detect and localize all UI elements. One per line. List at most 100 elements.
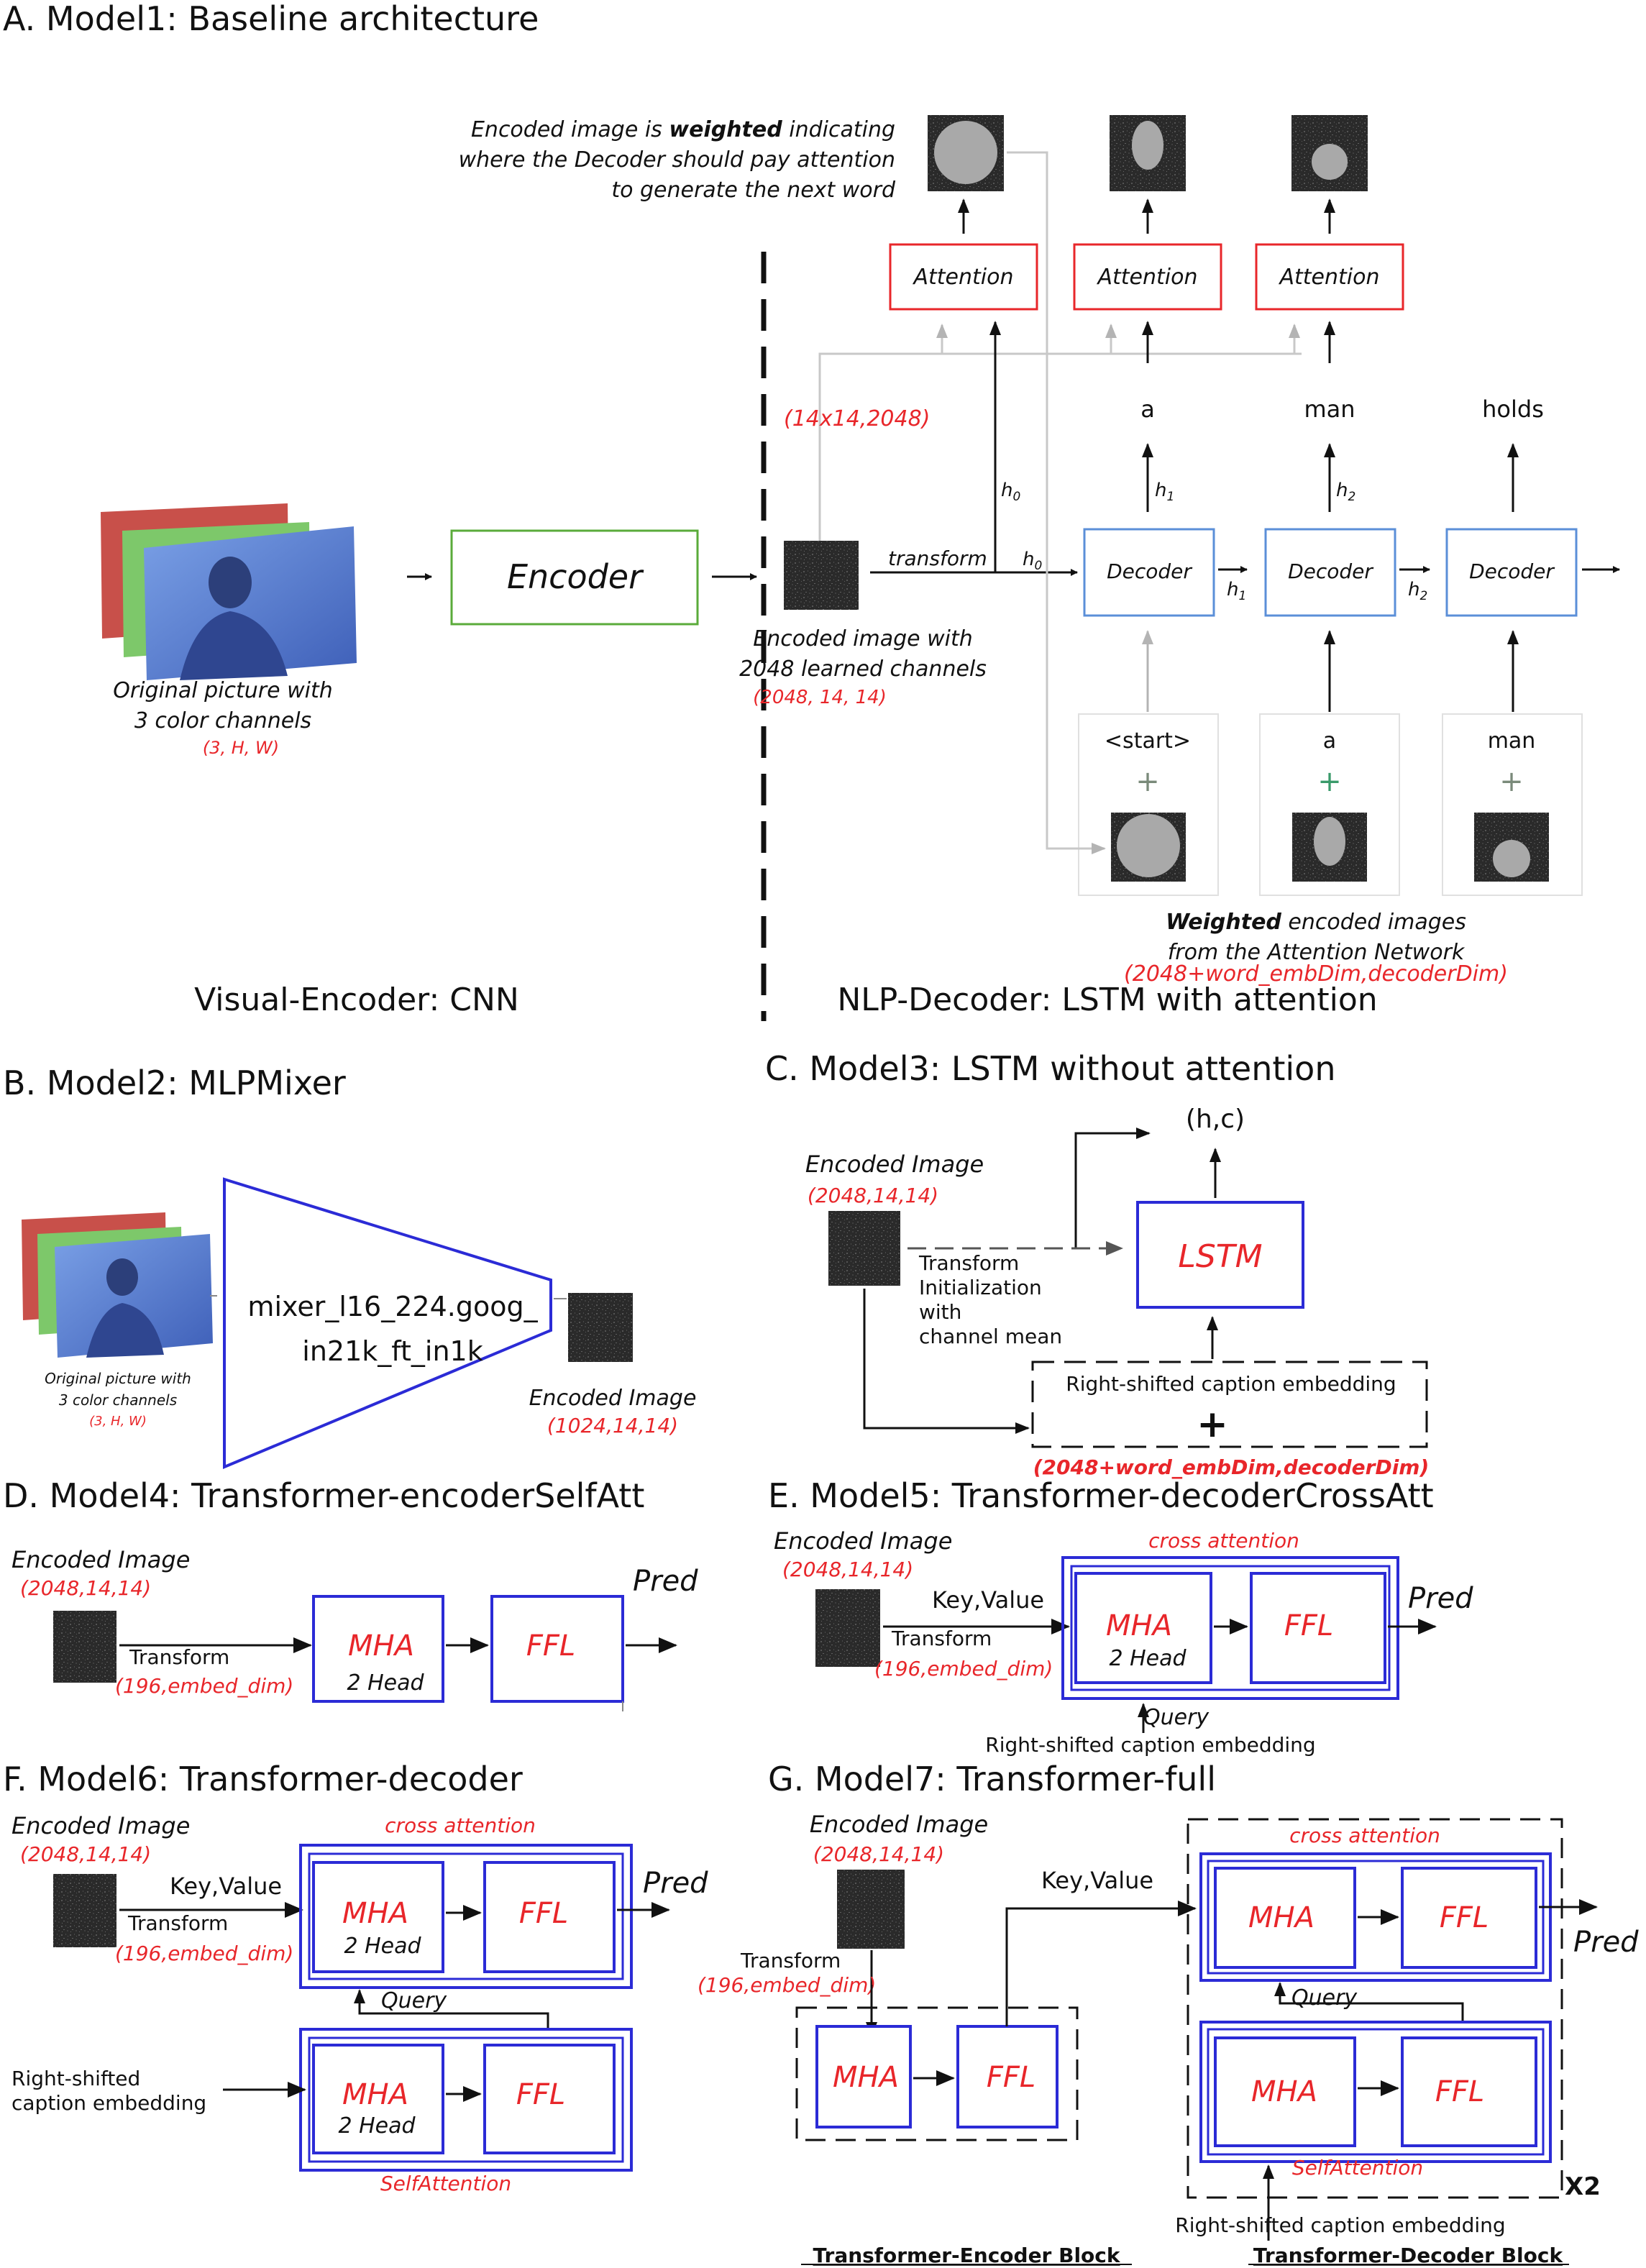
svg-text:MHA: MHA — [348, 1629, 414, 1663]
mlp-encoded-shape: (1024,14,14) — [547, 1414, 678, 1437]
svg-text:FFL: FFL — [519, 1897, 568, 1930]
svg-text:2 Head: 2 Head — [347, 1670, 424, 1696]
d-encoded-shape: (2048,14,14) — [20, 1576, 151, 1600]
hc-label: (h,c) — [1186, 1105, 1245, 1134]
svg-text:+: + — [1135, 765, 1160, 798]
g-self-label: SelfAttention — [1292, 2156, 1423, 2180]
c-shape: (2048+word_embDim,decoderDim) — [1033, 1455, 1430, 1479]
svg-text:Decoder: Decoder — [1469, 559, 1555, 583]
attention-box-3: Attention — [1255, 243, 1404, 311]
f-query-label: Query — [381, 1988, 447, 2013]
svg-text:a: a — [1323, 728, 1336, 754]
decoder-box-1: Decoder — [1083, 528, 1215, 617]
e-embed-label: (196,embed_dim) — [874, 1657, 1053, 1681]
h1-label-horizontal: h1 — [1227, 579, 1246, 603]
panel-e: E. Model5: Transformer-decoderCrossAtt E… — [768, 1476, 1473, 1757]
panel-f: F. Model6: Transformer-decoder Encoded I… — [3, 1760, 708, 2195]
output-word-3: holds — [1482, 395, 1544, 423]
feature-shape-label: (14x14,2048) — [784, 406, 930, 431]
g-encoder-block — [795, 2006, 1079, 2141]
h0-label-vertical: h0 — [1001, 480, 1020, 504]
weighted-image-1 — [928, 115, 1004, 191]
f-caption-1: Right-shifted — [12, 2067, 140, 2090]
visual-encoder-label: Visual-Encoder: CNN — [194, 982, 519, 1018]
panel-g: G. Model7: Transformer-full Encoded Imag… — [698, 1760, 1639, 2267]
f-outer-box-bottom — [299, 2028, 633, 2172]
e-pred-label: Pred — [1408, 1582, 1473, 1615]
panel-b: B. Model2: MLPMixer Original picture wit… — [3, 1064, 697, 1470]
g-decoder-block — [1187, 1818, 1563, 2199]
svg-text:LSTM: LSTM — [1178, 1238, 1262, 1275]
f-ffl-box-top: FFL — [483, 1861, 616, 1973]
g-transform-label: Transform — [740, 1949, 841, 1972]
e-transform-label: Transform — [891, 1627, 992, 1650]
svg-text:MHA: MHA — [342, 2078, 408, 2111]
mlp-encoded-label: Encoded Image — [529, 1386, 697, 1411]
svg-text:FFL: FFL — [526, 1629, 575, 1663]
f-kv-label: Key,Value — [170, 1873, 282, 1900]
d-embed-label: (196,embed_dim) — [115, 1674, 293, 1698]
panel-a-title: A. Model1: Baseline architecture — [3, 0, 539, 38]
g-pred-label: Pred — [1573, 1926, 1639, 1959]
original-picture-stack — [101, 503, 357, 680]
h0-label-horizontal: h0 — [1023, 549, 1042, 573]
g-dec-ffl-box-top: FFL — [1401, 1867, 1537, 1969]
svg-text:in21k_ft_in1k: in21k_ft_in1k — [302, 1335, 483, 1367]
svg-text:Attention: Attention — [913, 265, 1014, 290]
weighted-image-2 — [1110, 115, 1186, 191]
panel-b-title: B. Model2: MLPMixer — [3, 1064, 346, 1102]
c-transform-1: Transform — [918, 1251, 1019, 1275]
g-embed-label: (196,embed_dim) — [698, 1973, 876, 1997]
mlp-picture-stack — [22, 1212, 213, 1358]
output-word-1: a — [1140, 395, 1155, 423]
f-outer-box-top — [299, 1844, 633, 1989]
encoded-to-attention-line — [818, 352, 1302, 541]
g-query-label: Query — [1291, 1985, 1358, 2011]
svg-text:MHA: MHA — [1106, 1609, 1172, 1642]
svg-text:Encoder: Encoder — [507, 557, 644, 596]
panel-a: A. Model1: Baseline architecture Encoded… — [3, 0, 1620, 1021]
g-enc-mha-box: MHA — [815, 2025, 912, 2128]
original-picture-caption-1: Original picture with — [113, 678, 333, 703]
g-cross-label: cross attention — [1289, 1824, 1440, 1847]
caption-embedding-box: Right-shifted caption embedding + — [1031, 1361, 1428, 1448]
weighted-caption-1: Weighted encoded images — [1166, 910, 1466, 935]
e-caption-label: Right-shifted caption embedding — [985, 1733, 1315, 1757]
svg-text:+: + — [1499, 765, 1524, 798]
c-encoded-label: Encoded Image — [805, 1151, 984, 1178]
g-encoder-block-label: Transformer-Encoder Block — [813, 2244, 1120, 2267]
attention-box-1: Attention — [889, 243, 1038, 311]
attention-note-line3: to generate the next word — [611, 178, 896, 203]
panel-c: C. Model3: LSTM without attention Encode… — [765, 1049, 1429, 1479]
f-mha-box-bottom: MHA 2 Head — [312, 2044, 444, 2154]
f-encoded-label: Encoded Image — [12, 1812, 190, 1839]
input-box-1: <start> + — [1078, 713, 1219, 896]
e-mha-box: MHA 2 Head — [1074, 1572, 1212, 1684]
d-transform-label: Transform — [129, 1645, 229, 1669]
g-dec-mha-box-top: MHA — [1214, 1867, 1356, 1969]
g-enc-ffl-box: FFL — [956, 2025, 1059, 2128]
c-encoded-shape: (2048,14,14) — [808, 1184, 938, 1207]
e-query-label: Query — [1143, 1705, 1210, 1730]
f-cross-label: cross attention — [385, 1814, 536, 1837]
f-encoded-shape: (2048,14,14) — [20, 1842, 151, 1866]
g-caption-label: Right-shifted caption embedding — [1175, 2213, 1505, 2237]
f-self-label: SelfAttention — [380, 2172, 511, 2195]
svg-text:Decoder: Decoder — [1107, 559, 1192, 583]
svg-text:+: + — [1197, 1403, 1228, 1446]
svg-text:FFL: FFL — [1440, 1901, 1489, 1934]
svg-text:MHA: MHA — [1251, 2075, 1317, 2108]
encoded-shape: (2048, 14, 14) — [753, 687, 887, 708]
svg-text:mixer_l16_224.goog_: mixer_l16_224.goog_ — [247, 1291, 538, 1322]
svg-text:Right-shifted caption embeddin: Right-shifted caption embedding — [1066, 1372, 1396, 1396]
svg-text:FFL: FFL — [1435, 2075, 1484, 2108]
mlp-picture-shape: (3, H, W) — [89, 1414, 147, 1429]
attention-box-2: Attention — [1073, 243, 1222, 311]
mixer-trapezoid: mixer_l16_224.goog_ in21k_ft_in1k — [223, 1177, 552, 1470]
input-box-2: a + — [1259, 713, 1400, 896]
weighted-feedback-line — [1007, 151, 1106, 854]
svg-text:2 Head: 2 Head — [338, 2113, 416, 2139]
g-dec-ffl-box-bottom: FFL — [1401, 2036, 1537, 2147]
c-encoded-image — [828, 1211, 900, 1286]
d-encoded-image — [53, 1611, 116, 1683]
